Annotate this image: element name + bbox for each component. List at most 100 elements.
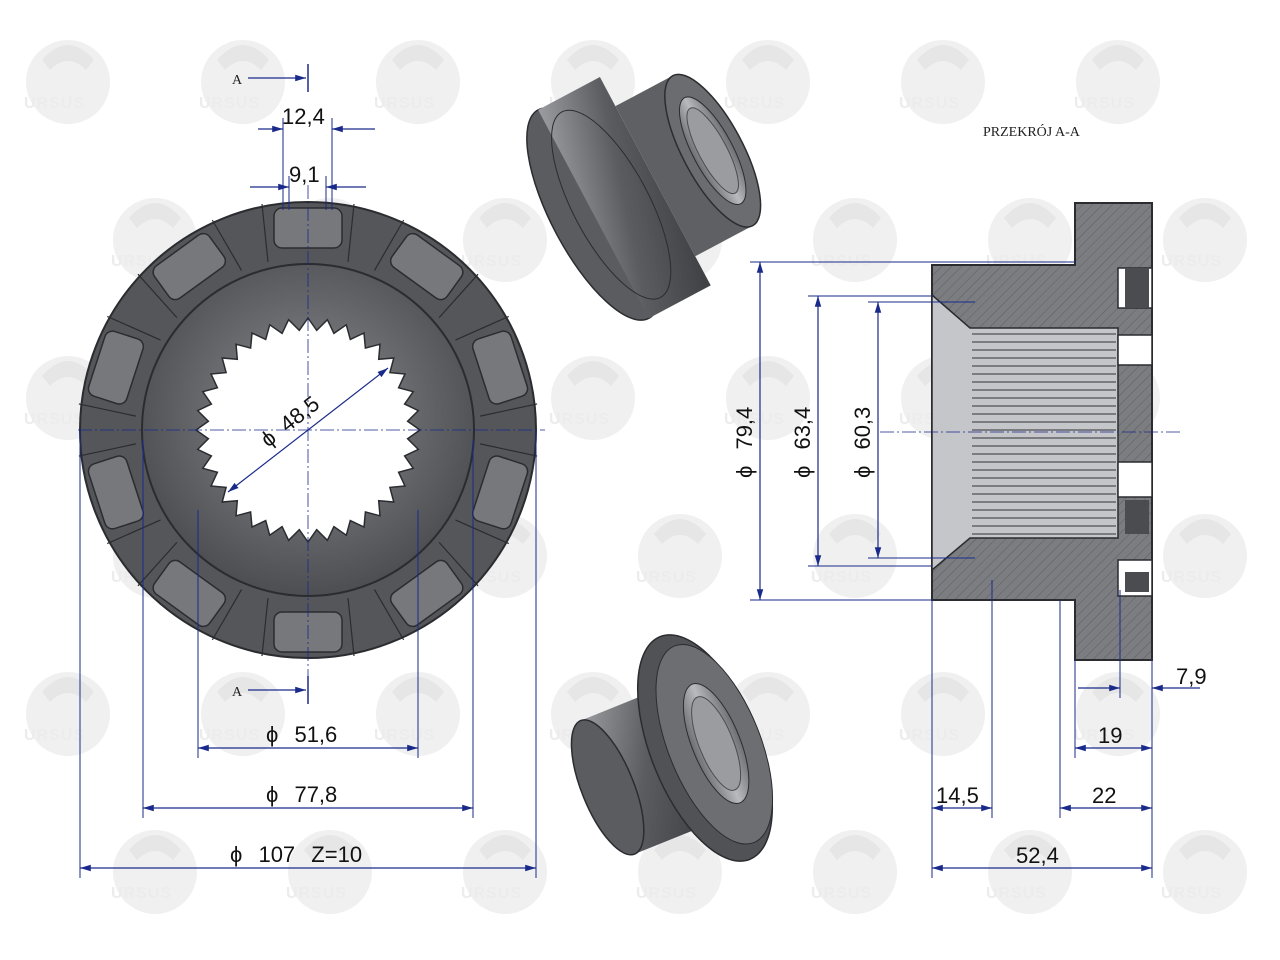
watermark-logo: URSUS <box>374 40 460 124</box>
front-view: A A 12,4 9,1 ϕ 48,5 <box>78 64 545 878</box>
lug-pad <box>373 219 479 318</box>
watermark-logo: URSUS <box>724 40 810 124</box>
bore-splines <box>972 333 1116 535</box>
watermark-text: URSUS <box>374 727 435 744</box>
dim-60-3-label: 60,3 <box>850 407 875 450</box>
lug-pad <box>78 315 161 417</box>
watermark-text: URSUS <box>24 95 85 112</box>
svg-text:ϕ 51,6: ϕ 51,6 <box>266 722 337 747</box>
dim-12-4-label: 12,4 <box>282 104 325 129</box>
drive-lugs <box>78 203 538 657</box>
diameter-symbol-107: ϕ <box>230 842 242 867</box>
diameter-symbol-51: ϕ <box>266 722 278 747</box>
watermark-logo: URSUS <box>199 672 285 756</box>
watermark-logo: URSUS <box>1161 514 1247 598</box>
svg-text:ϕ 77,8: ϕ 77,8 <box>266 782 337 807</box>
dim-51-6-label: 51,6 <box>294 722 337 747</box>
diameter-symbol-63: ϕ <box>790 466 815 478</box>
bore-cavity <box>931 293 1119 572</box>
svg-text:ϕ 79,4: ϕ 79,4 <box>732 407 757 478</box>
dim-length-19: 19 <box>1075 723 1152 752</box>
section-title: PRZEKRÓJ A-A <box>983 123 1081 140</box>
watermark-logo: URSUS <box>986 830 1072 914</box>
watermark-text: URSUS <box>899 95 960 112</box>
dim-tooth-width-outer: 12,4 <box>258 104 375 210</box>
watermark-logo: URSUS <box>199 40 285 124</box>
dim-9-1-label: 9,1 <box>289 162 320 187</box>
dim-diameter-51: ϕ 51,6 <box>197 510 419 758</box>
watermark-logo: URSUS <box>374 672 460 756</box>
dim-7-9-label: 7,9 <box>1176 664 1207 689</box>
dim-14-5-label: 14,5 <box>936 783 979 808</box>
watermark-text: URSUS <box>636 885 697 902</box>
watermark-logo: URSUS <box>899 672 985 756</box>
watermark-text: URSUS <box>461 253 522 270</box>
watermark-text: URSUS <box>461 885 522 902</box>
watermark-text: URSUS <box>811 885 872 902</box>
dim-63-4-label: 63,4 <box>790 407 815 450</box>
iso-view-top <box>526 73 762 321</box>
dim-length-14-5: 14,5 <box>932 783 992 812</box>
watermark-text: URSUS <box>724 95 785 112</box>
dim-79-4-label: 79,4 <box>732 407 757 450</box>
dim-19-label: 19 <box>1098 723 1122 748</box>
section-mark-top: A <box>232 64 309 92</box>
watermark-text: URSUS <box>1074 727 1135 744</box>
watermark-text: URSUS <box>1161 253 1222 270</box>
dim-77-8-label: 77,8 <box>294 782 337 807</box>
dim-length-22: 22 <box>1060 783 1152 812</box>
lug-pad <box>137 542 243 641</box>
dim-tooth-width-inner: 9,1 <box>250 162 366 210</box>
diameter-symbol-77: ϕ <box>266 782 278 807</box>
section-view: PRZEKRÓJ A-A ϕ 79,4 <box>732 123 1207 878</box>
dim-52-4-label: 52,4 <box>1016 843 1059 868</box>
watermark-layer: URSUS URSUS URSUS URSUS URSUS URSUS URSUS URSUS… <box>24 40 1247 914</box>
svg-text:ϕ 60,3: ϕ 60,3 <box>850 407 875 478</box>
diameter-symbol-60: ϕ <box>850 466 875 478</box>
watermark-text: URSUS <box>374 95 435 112</box>
watermark-logo: URSUS <box>1074 672 1160 756</box>
section-mark-top-label: A <box>232 73 243 88</box>
watermark-logo: URSUS <box>636 830 722 914</box>
watermark-logo: URSUS <box>461 198 547 282</box>
lug-pad <box>137 219 243 318</box>
watermark-text: URSUS <box>724 411 785 428</box>
watermark-text: URSUS <box>549 411 610 428</box>
dim-length-52-4: 52,4 <box>932 843 1152 872</box>
dim-diameter-77: ϕ 77,8 <box>142 440 474 818</box>
watermark-text: URSUS <box>111 885 172 902</box>
watermark-logo: URSUS <box>811 514 897 598</box>
watermark-logo: URSUS <box>636 514 722 598</box>
watermark-logo: URSUS <box>286 830 372 914</box>
dim-diameter-60: ϕ 60,3 <box>850 301 975 559</box>
section-mark-bottom: A <box>232 676 309 704</box>
watermark-text: URSUS <box>1074 95 1135 112</box>
svg-text:ϕ 63,4: ϕ 63,4 <box>790 407 815 478</box>
watermark-logo: URSUS <box>24 672 110 756</box>
watermark-text: URSUS <box>899 727 960 744</box>
svg-text:ϕ 107 Z=10: ϕ 107 Z=10 <box>230 842 362 867</box>
dim-length-7-9: 7,9 <box>1078 664 1207 692</box>
watermark-logo: URSUS <box>811 198 897 282</box>
watermark-text: URSUS <box>199 95 260 112</box>
teeth-count-label: Z=10 <box>311 842 362 867</box>
watermark-text: URSUS <box>811 569 872 586</box>
diameter-symbol-79: ϕ <box>732 466 757 478</box>
dim-diameter-63: ϕ 63,4 <box>790 295 932 567</box>
watermark-logo: URSUS <box>111 830 197 914</box>
watermark-text: URSUS <box>286 885 347 902</box>
watermark-logo: URSUS <box>549 356 635 440</box>
lug-pad <box>455 315 538 417</box>
watermark-text: URSUS <box>24 411 85 428</box>
watermark-logo: URSUS <box>811 830 897 914</box>
watermark-text: URSUS <box>1161 569 1222 586</box>
section-mark-bottom-label: A <box>232 685 243 700</box>
watermark-logo: URSUS <box>24 40 110 124</box>
watermark-text: URSUS <box>24 727 85 744</box>
dim-diameter-79: ϕ 79,4 <box>732 261 1075 601</box>
watermark-text: URSUS <box>1161 885 1222 902</box>
watermark-logo: URSUS <box>724 356 810 440</box>
lug-pad <box>455 443 538 545</box>
dim-22-label: 22 <box>1092 783 1116 808</box>
